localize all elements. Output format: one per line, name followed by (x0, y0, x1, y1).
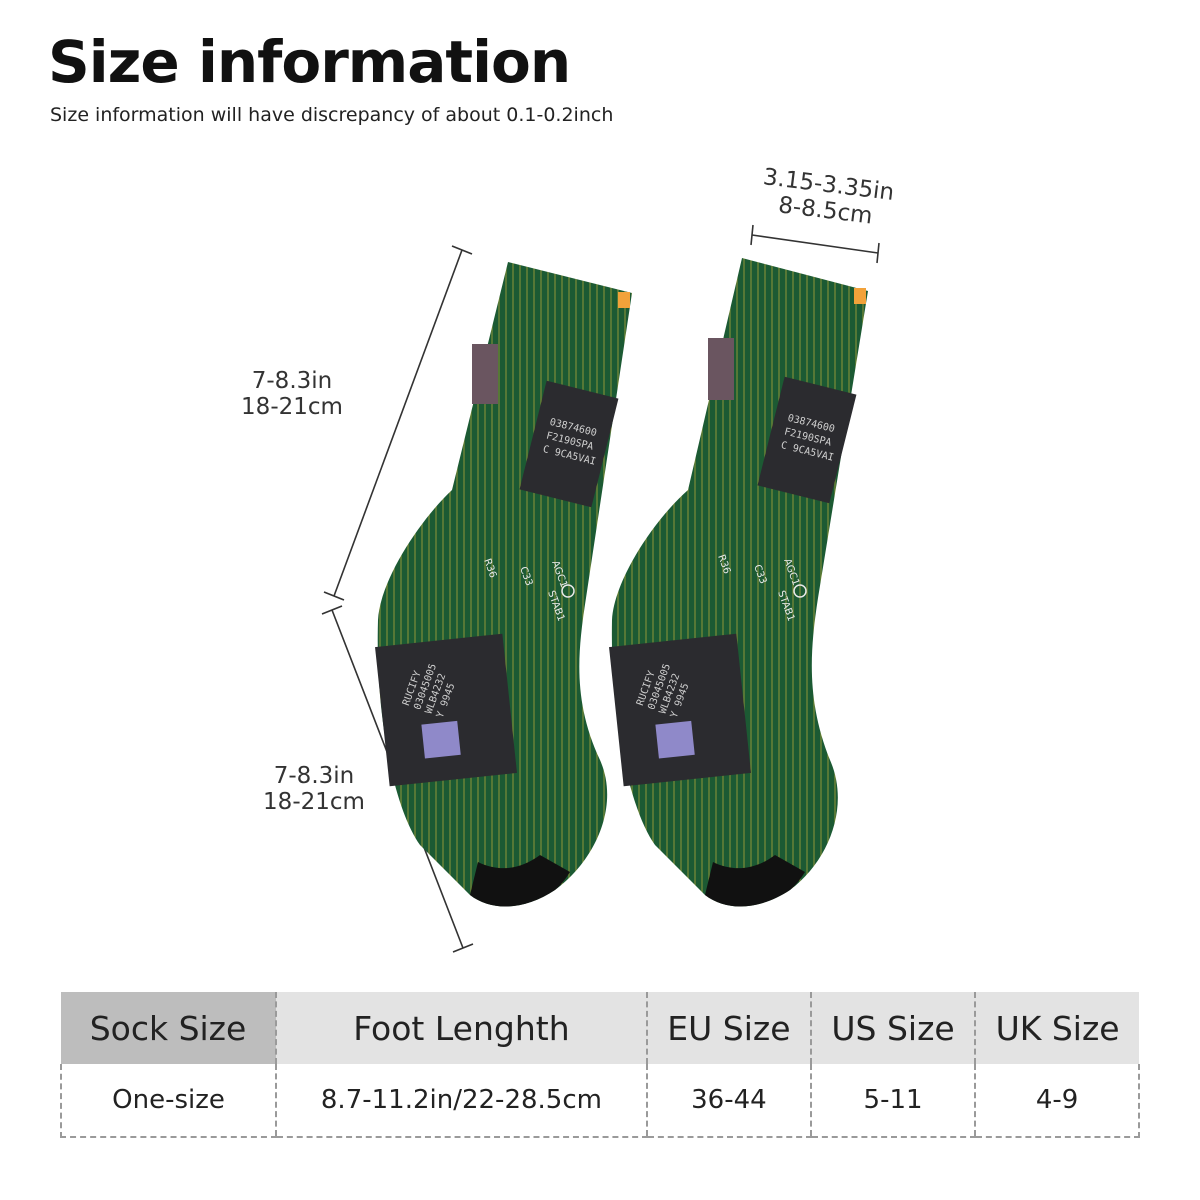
left-sock: 03874600 F2190SPA C 9CA5VAI RUCIFY 03045… (375, 262, 632, 907)
foot-length-cm: 18-21cm (263, 789, 365, 815)
right-sock: 03874600 F2190SPA C 9CA5VAI RUCIFY 03045… (609, 258, 868, 907)
left-toe (470, 855, 570, 907)
sock-illustration: 03874600 F2190SPA C 9CA5VAI RUCIFY 03045… (321, 224, 880, 953)
cell-sock-size: One-size (60, 1064, 276, 1138)
left-chip-foot (375, 633, 517, 787)
right-switch (708, 338, 734, 400)
leg-dimension-line (323, 245, 473, 601)
cell-foot-length: 8.7-11.2in/22-28.5cm (275, 1064, 647, 1138)
size-table: Sock Size Foot Lenghth EU Size US Size U… (60, 992, 1140, 1138)
foot-length-in: 7-8.3in (273, 763, 355, 789)
cell-eu-size: 36-44 (645, 1064, 811, 1138)
left-switch (472, 344, 498, 404)
leg-length-label: 7-8.3in 18-21cm (222, 368, 362, 420)
right-chip-foot (609, 633, 751, 787)
leg-length-cm: 18-21cm (241, 394, 343, 420)
left-chip-large (519, 380, 619, 508)
header-eu-size: EU Size (645, 992, 811, 1064)
cell-us-size: 5-11 (809, 1064, 976, 1138)
cell-uk-size: 4-9 (974, 1064, 1140, 1138)
table-row: One-size 8.7-11.2in/22-28.5cm 36-44 5-11… (60, 1064, 1140, 1138)
foot-length-label: 7-8.3in 18-21cm (244, 763, 384, 815)
header-sock-size: Sock Size (61, 992, 276, 1064)
left-chip-window (421, 720, 461, 759)
header-us-size: US Size (809, 992, 976, 1064)
right-toe (705, 855, 805, 907)
right-chip-window (655, 720, 695, 759)
page-subtitle: Size information will have discrepancy o… (50, 104, 614, 126)
right-chip-large (757, 376, 857, 504)
width-dimension-line (750, 224, 880, 264)
size-table-header-row: Sock Size Foot Lenghth EU Size US Size U… (61, 992, 1139, 1064)
leg-length-in: 7-8.3in (251, 368, 333, 394)
header-foot-length: Foot Lenghth (275, 992, 647, 1064)
header-uk-size: UK Size (974, 992, 1139, 1064)
page-title: Size information (48, 28, 571, 96)
